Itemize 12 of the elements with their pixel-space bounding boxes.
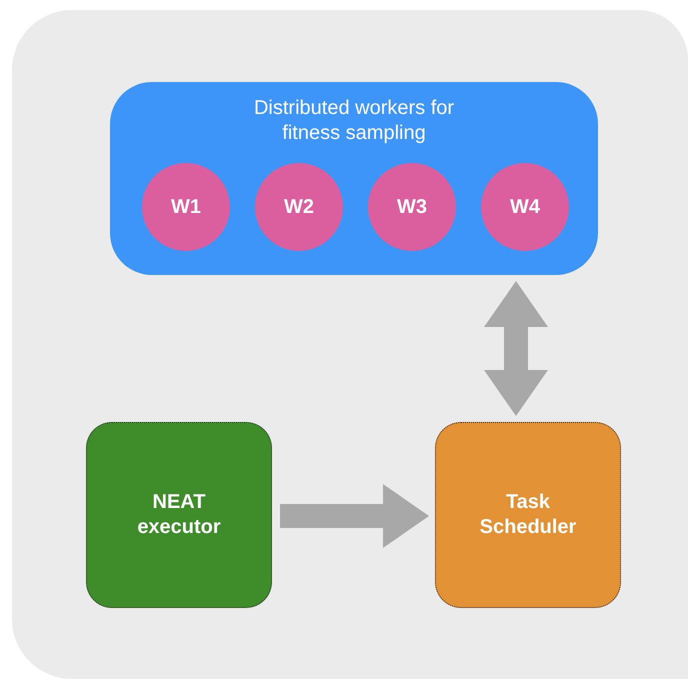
group-title: Distributed workers for fitness sampling [252,96,456,146]
node-label: NEAT executor [136,490,222,540]
node-label: Task Scheduler [478,490,578,540]
process-box [86,422,272,608]
node-label: W3 [397,194,427,220]
process-box [435,422,621,608]
node-label: W1 [171,194,201,220]
arrow [484,281,548,416]
group-panel [110,82,598,275]
node-label: W2 [284,194,314,220]
arrow [280,484,429,548]
node-label: W4 [510,194,540,220]
